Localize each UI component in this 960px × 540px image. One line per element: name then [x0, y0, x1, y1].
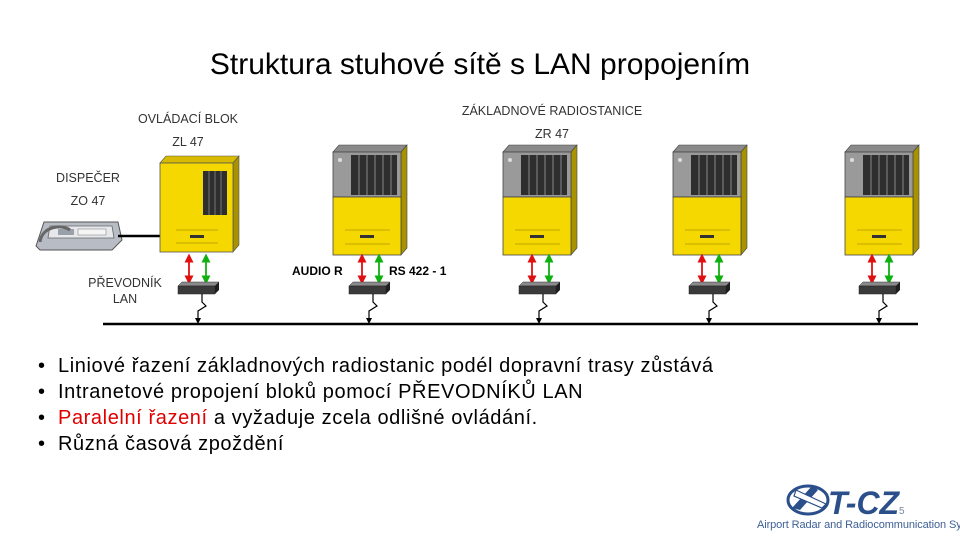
converter-label-line2: LAN — [112, 292, 138, 306]
lan-converters — [177, 281, 901, 295]
dispatcher-label: DISPEČER ZO 47 — [40, 170, 136, 209]
lan-converter-2 — [348, 281, 391, 295]
dispatcher-name: DISPEČER — [56, 171, 120, 185]
base-station-unit-4 — [844, 144, 920, 256]
converter-label: PŘEVODNÍK LAN — [70, 275, 180, 307]
lan-converter-3 — [518, 281, 561, 295]
page-number: 5 — [899, 506, 905, 517]
bullet-item-4: • Různá časová zpoždění — [38, 431, 714, 457]
control-block-label: OVLÁDACÍ BLOK ZL 47 — [130, 111, 246, 150]
data-arrows — [184, 253, 894, 285]
drop-cable-4 — [708, 294, 718, 322]
lan-converter-4 — [688, 281, 731, 295]
bullet-text-4: Různá časová zpoždění — [58, 433, 285, 455]
lan-converter-5 — [858, 281, 901, 295]
base-stations-code: ZR 47 — [534, 127, 570, 141]
control-block-code: ZL 47 — [172, 135, 204, 149]
base-stations-name: ZÁKLADNOVÉ RADIOSTANICE — [461, 104, 643, 118]
control-block-name: OVLÁDACÍ BLOK — [137, 112, 239, 126]
logo-tagline: Airport Radar and Radiocommunication Sys… — [757, 519, 960, 531]
drop-cable-3 — [538, 294, 548, 322]
bullet-item-1: • Liniové řazení základnových radiostani… — [38, 353, 714, 379]
bullet-text-2: Intranetové propojení bloků pomocí PŘEVO… — [58, 381, 584, 403]
bullet-dot: • — [38, 381, 46, 403]
bullet-list: • Liniové řazení základnových radiostani… — [38, 353, 714, 457]
base-station-unit-3 — [672, 144, 748, 256]
dispatcher-code: ZO 47 — [70, 194, 106, 208]
audio-label: AUDIO R — [292, 264, 343, 278]
lan-converter-1 — [177, 281, 220, 295]
bullet-dot: • — [38, 355, 46, 377]
bullet-item-3: • Paralelní řazení a vyžaduje zcela odli… — [38, 405, 714, 431]
lan-drop-cables — [195, 294, 888, 324]
base-stations-label: ZÁKLADNOVÉ RADIOSTANICE ZR 47 — [432, 103, 672, 142]
base-station-unit-1 — [332, 144, 408, 256]
drop-cable-1 — [197, 294, 207, 322]
slide-title: Struktura stuhové sítě s LAN propojením — [209, 48, 751, 81]
bullet-dot: • — [38, 407, 46, 429]
bullet-text-3-rest: a vyžaduje zcela odlišné ovládání. — [207, 407, 538, 429]
bullet-text-1: Liniové řazení základnových radiostanic … — [58, 355, 714, 377]
bullet-text-3-highlight: Paralelní řazení — [58, 407, 208, 429]
base-station-unit-2 — [502, 144, 578, 256]
drop-cable-5 — [878, 294, 888, 322]
logo-wordmark: T-CZ — [828, 485, 901, 521]
drop-cable-2 — [368, 294, 378, 322]
converter-label-line1: PŘEVODNÍK — [88, 276, 162, 290]
dispatcher-phone-icon — [35, 221, 166, 251]
bullet-item-2: • Intranetové propojení bloků pomocí PŘE… — [38, 379, 714, 405]
bullet-dot: • — [38, 433, 46, 455]
tcz-logo: T-CZ — [786, 484, 901, 521]
control-block-unit — [159, 155, 240, 253]
rs-label: RS 422 - 1 — [389, 264, 447, 278]
